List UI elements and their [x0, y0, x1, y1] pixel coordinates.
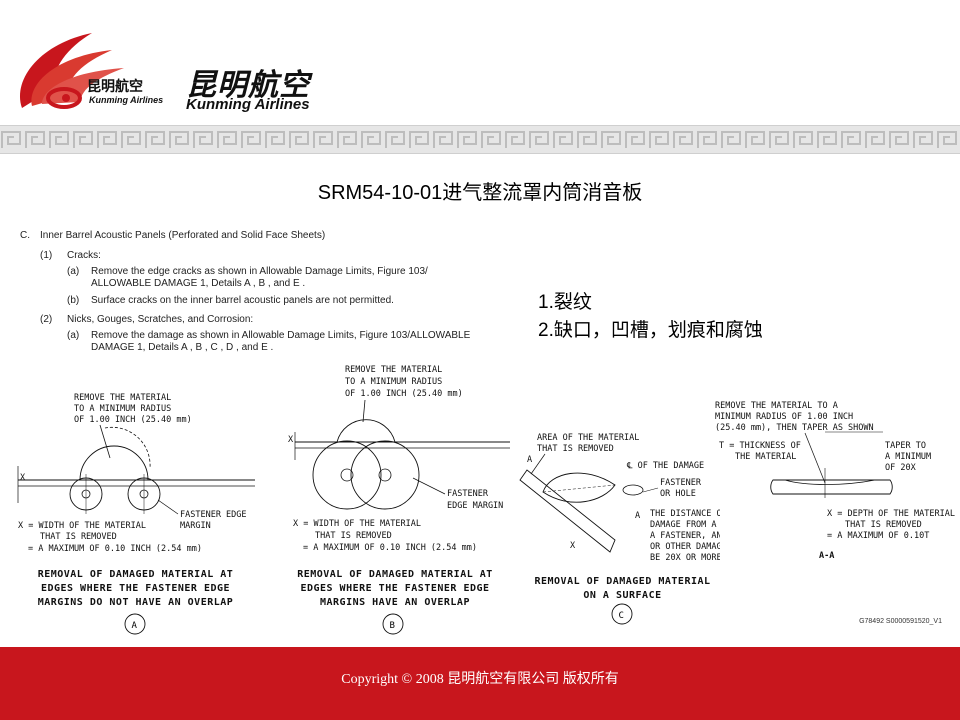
callout-text: THAT IS REMOVED [537, 444, 614, 454]
dimension-text: = A MAXIMUM OF 0.10 INCH (2.54 mm) [28, 544, 202, 554]
callout-text: OR HOLE [660, 489, 696, 499]
section-number: C. [20, 230, 30, 241]
dimension-text: X = WIDTH OF THE MATERIAL [18, 521, 146, 531]
figure-section-aa: REMOVE THE MATERIAL TO A MINIMUM RADIUS … [715, 401, 955, 561]
callout-text: TO A MINIMUM RADIUS [74, 404, 171, 414]
section-marker: A [635, 511, 640, 521]
caption-line: REMOVAL OF DAMAGED MATERIAL [534, 576, 711, 587]
callout-text: REMOVE THE MATERIAL [74, 393, 171, 403]
phoenix-logo-icon [20, 33, 124, 109]
section-label: A-A [819, 551, 834, 561]
caption-line: MARGINS HAVE AN OVERLAP [320, 597, 470, 608]
callout-text: REMOVE THE MATERIAL TO A [715, 401, 838, 411]
callout-text: OF 20X [885, 463, 917, 473]
callout-text: THE DISTANCE OF THE [650, 509, 720, 519]
subitem-number: (b) [67, 295, 80, 306]
subitem-text: Remove the edge cracks as shown in Allow… [91, 266, 428, 277]
callout-text: FASTENER [447, 489, 489, 499]
brand-name-cn: 昆明航空 [186, 68, 310, 103]
logo-brand-en: Kunming Airlines [89, 95, 164, 105]
detail-letter: A [132, 621, 138, 631]
section-marker: A [527, 455, 532, 465]
footer-bar [0, 647, 960, 720]
callout-text: MARGIN [180, 521, 211, 531]
figure-caption-c: REMOVAL OF DAMAGED MATERIAL ON A SURFACE [525, 575, 720, 603]
header: 昆明航空 Kunming Airlines 昆明航空 Kunming Airli… [0, 0, 960, 125]
callout-text: THE MATERIAL [735, 452, 796, 462]
callout-text: FASTENER EDGE [180, 510, 247, 520]
callout-text: THAT IS REMOVED [845, 520, 922, 530]
subitem-number: (a) [67, 330, 80, 341]
x-marker: X [570, 541, 576, 551]
caption-line: ON A SURFACE [583, 590, 662, 601]
x-marker: X [20, 473, 26, 483]
callout-text: X = DEPTH OF THE MATERIAL [827, 509, 955, 519]
dimension-text: = A MAXIMUM OF 0.10 INCH (2.54 mm) [303, 543, 477, 553]
detail-letter: B [390, 621, 395, 631]
dimension-text: X = WIDTH OF THE MATERIAL [293, 519, 421, 529]
caption-line: EDGES WHERE THE FASTENER EDGE [300, 583, 490, 594]
logo-brand-cn: 昆明航空 [87, 79, 143, 95]
item-number: (1) [40, 250, 53, 261]
callout-text: EDGE MARGIN [447, 501, 503, 511]
decorative-band [0, 125, 960, 154]
figure-detail-c: AREA OF THE MATERIAL THAT IS REMOVED ℄ O… [519, 433, 720, 563]
figure-reference: G78492 S0000591520_V1 [859, 618, 942, 625]
caption-line: MARGINS DO NOT HAVE AN OVERLAP [37, 597, 234, 608]
callout-text: ℄ OF THE DAMAGE [626, 461, 704, 471]
callout-text: A FASTENER, AN EDGE, [650, 531, 720, 541]
brand-name-en: Kunming Airlines [186, 96, 310, 113]
detail-marker-b: B [382, 613, 404, 635]
caption-line: REMOVAL OF DAMAGED MATERIAL AT [37, 569, 234, 580]
callout-text: T = THICKNESS OF [719, 441, 801, 451]
subitem-text: DAMAGE 1, Details A , B , C , D , and E … [91, 342, 274, 353]
dimension-text: THAT IS REMOVED [40, 532, 117, 542]
item-title: Cracks: [67, 250, 101, 261]
callout-text: OF 1.00 INCH (25.40 mm) [345, 389, 463, 399]
detail-marker-c: C [611, 603, 633, 625]
figure-detail-a: REMOVE THE MATERIAL TO A MINIMUM RADIUS … [17, 393, 255, 554]
callout-text: = A MAXIMUM OF 0.10T [827, 531, 929, 541]
item-number: (2) [40, 314, 53, 325]
callout-text: REMOVE THE MATERIAL [345, 365, 442, 375]
dimension-text: THAT IS REMOVED [315, 531, 392, 541]
item-title: Nicks, Gouges, Scratches, and Corrosion: [67, 314, 254, 325]
figure-caption-b: REMOVAL OF DAMAGED MATERIAL AT EDGES WHE… [270, 568, 520, 610]
subitem-text: Remove the damage as shown in Allowable … [91, 330, 471, 341]
callout-text: OF 1.00 INCH (25.40 mm) [74, 415, 192, 425]
note-item: 1.裂纹 [538, 292, 592, 313]
meander-pattern [0, 126, 960, 153]
callout-text: OR OTHER DAMAGE MUST [650, 542, 720, 552]
callout-text: AREA OF THE MATERIAL [537, 433, 639, 443]
detail-marker-a: A [124, 613, 146, 635]
copyright-text: Copyright © 2008 昆明航空有限公司 版权所有 [341, 672, 619, 687]
callout-text: FASTENER [660, 478, 702, 488]
caption-line: REMOVAL OF DAMAGED MATERIAL AT [297, 569, 493, 580]
section-title: Inner Barrel Acoustic Panels (Perforated… [40, 230, 326, 241]
callout-text: TAPER TO [885, 441, 926, 451]
callout-text: MINIMUM RADIUS OF 1.00 INCH [715, 412, 853, 422]
callout-text: (25.40 mm), THEN TAPER AS SHOWN [715, 423, 874, 433]
callout-text: TO A MINIMUM RADIUS [345, 377, 442, 387]
callout-text: A MINIMUM [885, 452, 931, 462]
subitem-number: (a) [67, 266, 80, 277]
callout-text: BE 20X OR MORE [650, 553, 720, 563]
x-marker: X [288, 435, 294, 445]
callout-text: DAMAGE FROM A HOLE, [650, 520, 720, 530]
figure-caption-a: REMOVAL OF DAMAGED MATERIAL AT EDGES WHE… [8, 568, 263, 610]
note-item: 2.缺口，凹槽，划痕和腐蚀 [538, 320, 763, 341]
damage-type-notes: 1.裂纹 2.缺口，凹槽，划痕和腐蚀 [538, 289, 763, 345]
caption-line: EDGES WHERE THE FASTENER EDGE [40, 583, 231, 594]
subitem-text: Surface cracks on the inner barrel acous… [91, 295, 394, 306]
slide-title: SRM54-10-01进气整流罩内筒消音板 [317, 182, 643, 204]
detail-letter: C [619, 611, 624, 621]
subitem-text: ALLOWABLE DAMAGE 1, Details A , B , and … [91, 278, 306, 289]
figure-detail-b: REMOVE THE MATERIAL TO A MINIMUM RADIUS … [288, 365, 510, 553]
